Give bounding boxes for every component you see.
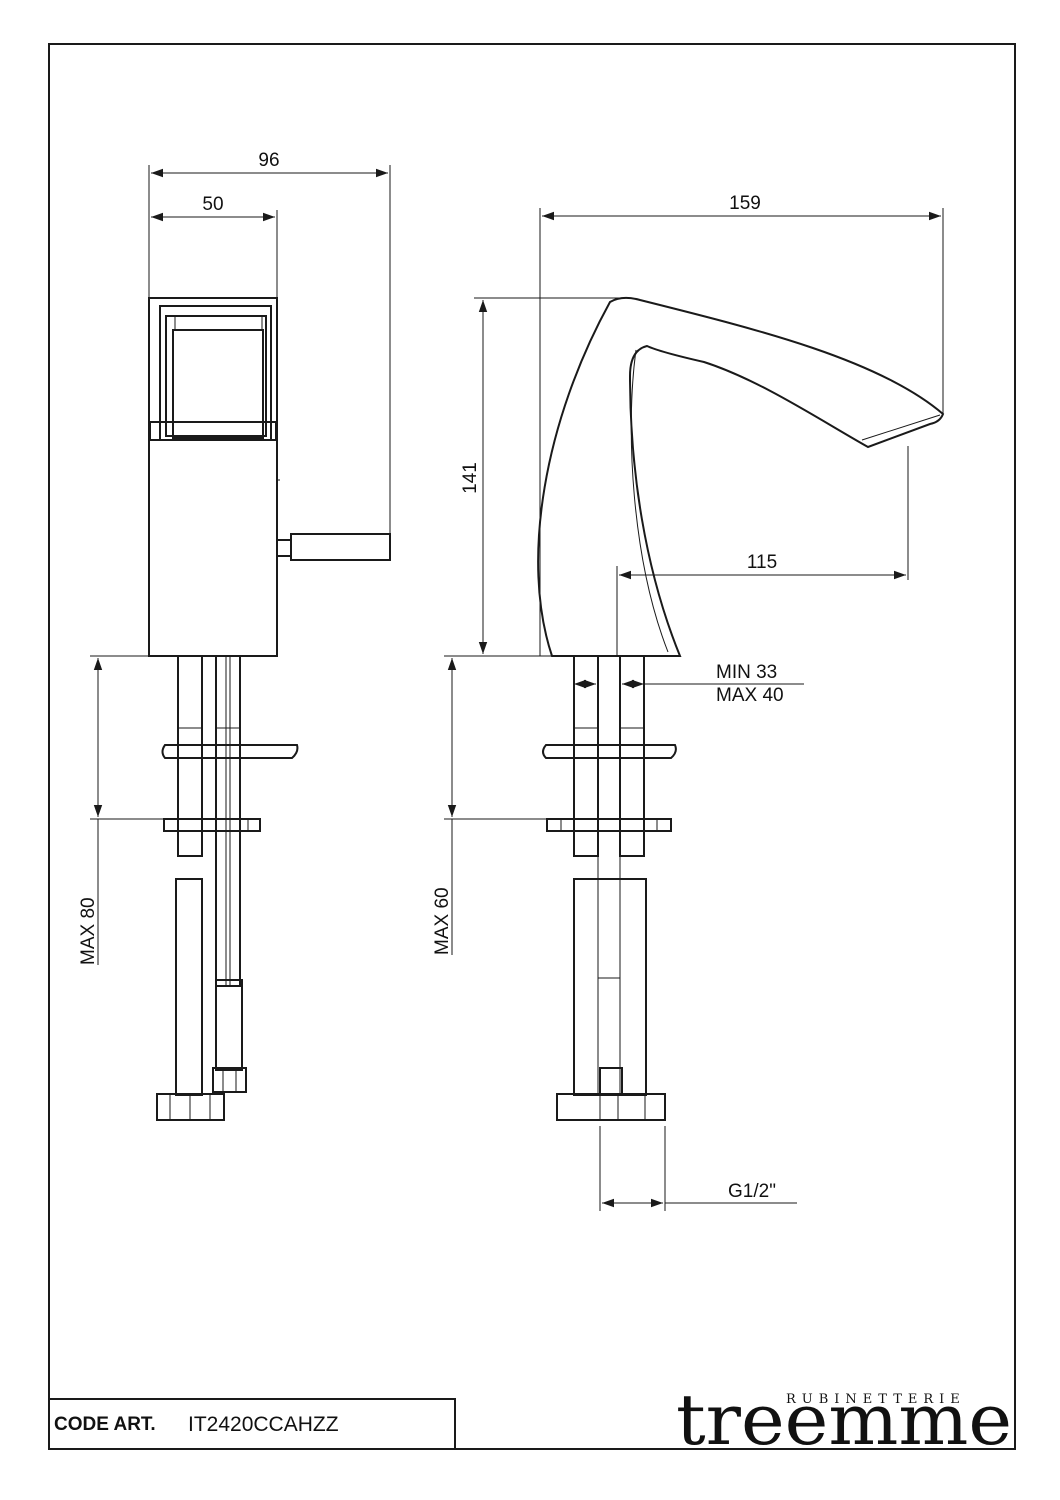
dim-thread: G1/2" [728,1181,776,1202]
code-art-label: CODE ART. [54,1414,156,1435]
side-dimensions: 159 141 115 MIN 33 MAX 40 MAX 60 G1/2" [432,193,944,1211]
spout-outline [537,296,945,657]
front-body [148,297,278,657]
dim-side-height: 141 [460,462,481,494]
front-dimensions: 96 50 MAX 80 [78,150,391,965]
dim-deck-max-side: MAX 60 [432,887,453,955]
dim-deck-max-front: MAX 80 [78,897,99,965]
dim-hole-max: MAX 40 [716,685,784,706]
brand-subtitle: RUBINETTERIE [786,1392,966,1407]
sheet-border [48,43,1016,1450]
dim-front-width: 96 [258,150,279,171]
title-block: CODE ART. IT2420CCAHZZ [48,1398,456,1450]
code-art-value: IT2420CCAHZZ [188,1413,339,1436]
dim-front-offset: 50 [202,194,223,215]
front-view [148,297,391,1121]
brand-logo: RUBINETTERIE treemme [676,1379,1012,1461]
dim-spout-projection: 115 [747,552,777,573]
dim-hole-min: MIN 33 [716,662,777,683]
side-view [537,296,945,1121]
front-lever [290,533,391,561]
dim-side-reach: 159 [729,193,761,214]
brand-name: treemme [676,1379,1012,1461]
